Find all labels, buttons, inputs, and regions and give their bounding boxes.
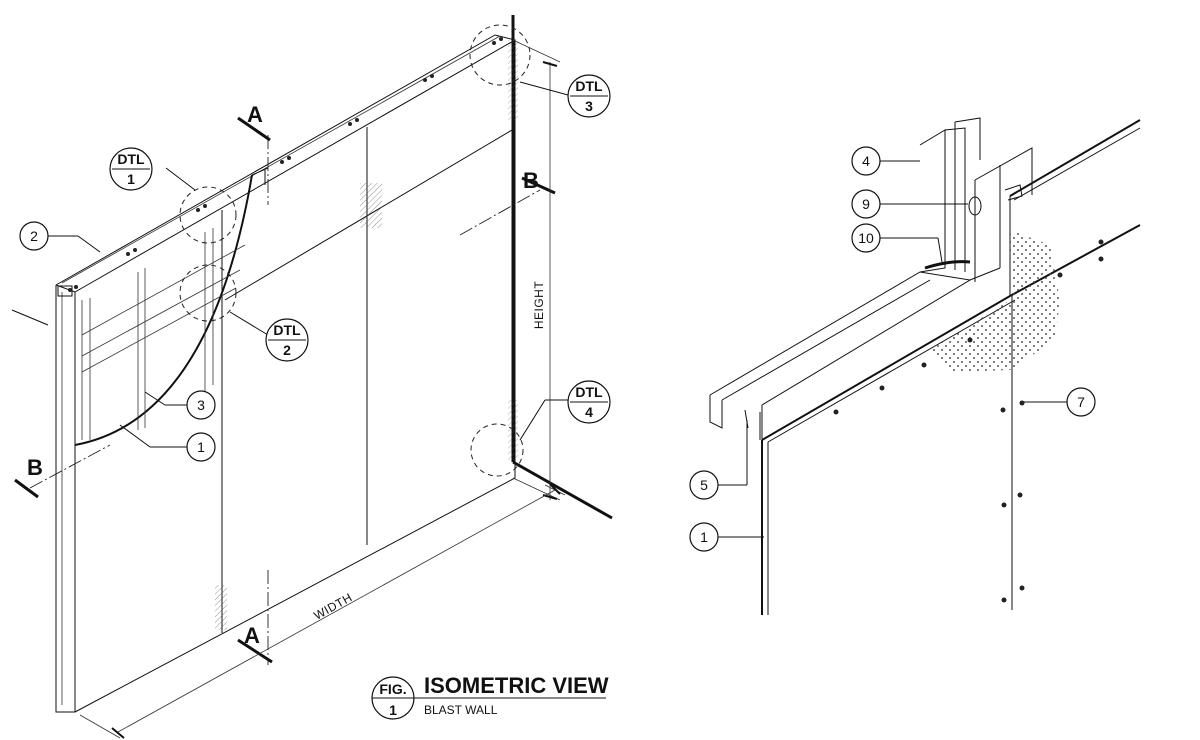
dtl-2-callout[interactable]: DTL 2 <box>265 318 309 362</box>
right-tag-7-text: 7 <box>1077 394 1085 410</box>
section-a-line <box>237 116 273 665</box>
section-a-top-label: A <box>247 102 263 127</box>
right-tag-5[interactable]: 5 <box>689 420 748 500</box>
figure-subtitle: BLAST WALL <box>424 703 498 717</box>
detail-view <box>709 117 1141 615</box>
fig-label-top: FIG. <box>379 681 406 697</box>
section-b-left-label: B <box>27 455 43 480</box>
section-a-bottom-label: A <box>244 623 260 648</box>
dtl-2-top: DTL <box>273 322 301 338</box>
section-b-right-label: B <box>523 168 539 193</box>
detail-circles <box>11 24 570 477</box>
left-tag-3-text: 3 <box>197 397 205 413</box>
right-tag-7[interactable]: 7 <box>1024 387 1096 417</box>
dtl-1-top: DTL <box>117 151 145 167</box>
right-tag-9-text: 9 <box>862 196 870 212</box>
left-tag-2[interactable]: 2 <box>19 221 101 253</box>
height-label: HEIGHT <box>532 281 546 330</box>
right-tag-1[interactable]: 1 <box>689 522 764 552</box>
dtl-2-bottom: 2 <box>283 342 291 358</box>
dtl-4-top: DTL <box>575 384 603 400</box>
dtl-1-bottom: 1 <box>127 171 135 187</box>
right-tag-10-text: 10 <box>858 230 874 246</box>
width-label: WIDTH <box>311 590 354 623</box>
section-b-line <box>14 176 556 499</box>
figure-title: ISOMETRIC VIEW <box>424 673 609 698</box>
fig-label-bottom: 1 <box>389 702 397 718</box>
dtl-4-bottom: 4 <box>585 404 593 420</box>
right-tag-1-text: 1 <box>700 529 708 545</box>
left-tag-1-text: 1 <box>197 439 205 455</box>
right-tag-4[interactable]: 4 <box>851 146 920 176</box>
height-dimension <box>512 39 561 501</box>
width-dimension <box>79 483 566 739</box>
left-tag-1[interactable]: 1 <box>119 424 216 462</box>
right-tag-9[interactable]: 9 <box>851 189 968 219</box>
dtl-3-bottom: 3 <box>585 98 593 114</box>
dtl-3-callout[interactable]: DTL 3 <box>567 74 611 118</box>
right-tag-10[interactable]: 10 <box>851 223 943 263</box>
right-tag-5-text: 5 <box>700 477 708 493</box>
right-tag-4-text: 4 <box>862 153 870 169</box>
left-tag-3[interactable]: 3 <box>144 390 216 420</box>
wall-isometric <box>55 15 613 713</box>
figure-title-block: FIG. 1 ISOMETRIC VIEW BLAST WALL <box>371 673 609 720</box>
dtl-1-callout[interactable]: DTL 1 <box>109 147 153 191</box>
dtl-3-top: DTL <box>575 78 603 94</box>
dtl-4-callout[interactable]: DTL 4 <box>567 380 611 424</box>
left-tag-2-text: 2 <box>30 228 38 244</box>
